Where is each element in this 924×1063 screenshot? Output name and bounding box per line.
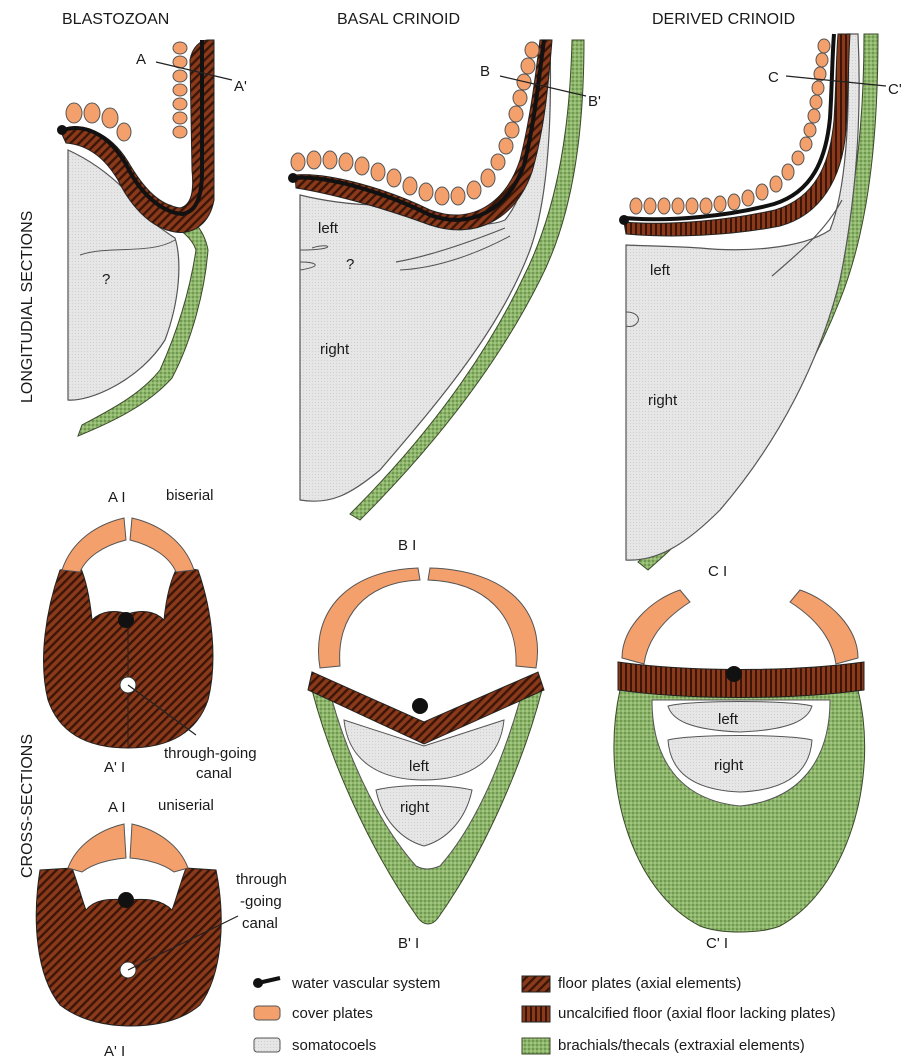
derived-crinoid-longitudinal: C C' left right: [619, 34, 902, 570]
cover-swatch: [254, 1006, 280, 1020]
section-label-a: A: [136, 51, 146, 68]
derived-crinoid-cross-section: C I left right C' I: [614, 563, 865, 952]
water-vascular-swatch: [253, 978, 280, 988]
derived-crinoid-left: left: [650, 262, 671, 279]
blastozoan-cover-plates: [66, 42, 187, 141]
uniserial-canal-label-3: canal: [242, 915, 278, 932]
uniserial-canal-label-2: -going: [240, 893, 282, 910]
basal-crinoid-longitudinal: B B' left ? right: [288, 40, 601, 520]
row-title-longitudinal: LONGITUDIAL SECTIONS: [19, 211, 36, 403]
legend-label-water-vascular: water vascular system: [291, 975, 440, 992]
uniserial-canal-label-1: through: [236, 871, 287, 888]
legend-label-cover: cover plates: [292, 1005, 373, 1022]
legend-label-floor: floor plates (axial elements): [558, 975, 741, 992]
basal-crinoid-left: left: [318, 220, 339, 237]
biserial-cover-plate-left: [62, 518, 126, 572]
column-title-derived-crinoid: DERIVED CRINOID: [652, 11, 795, 28]
biserial-canal-label-1: through-going: [164, 745, 257, 762]
section-label-a-prime: A': [234, 78, 247, 95]
derived-cross-left: left: [718, 711, 739, 728]
row-title-cross: CROSS-SECTIONS: [19, 734, 36, 878]
derived-cover-plate-left: [622, 590, 690, 664]
basal-cross-left: left: [409, 758, 430, 775]
derived-cross-right: right: [714, 757, 744, 774]
uniserial-label: uniserial: [158, 797, 214, 814]
legend-item-floor: floor plates (axial elements): [522, 975, 741, 992]
blastozoan-question: ?: [102, 271, 110, 288]
section-tick-b: B I: [398, 537, 416, 554]
legend-item-water-vascular: water vascular system: [253, 975, 440, 992]
legend-item-cover: cover plates: [254, 1005, 373, 1022]
somatocoel-swatch: [254, 1038, 280, 1052]
uncalcified-swatch: [522, 1006, 550, 1022]
derived-crinoid-somatocoel: [626, 34, 859, 560]
uniserial-cover-plate-right: [130, 824, 188, 872]
blastozoan-uniserial-cross-section: A I uniserial through -going canal A' I: [36, 797, 287, 1060]
legend-label-brachial: brachials/thecals (extraxial elements): [558, 1037, 805, 1054]
legend-item-somatocoel: somatocoels: [254, 1037, 376, 1054]
legend: water vascular system cover plates somat…: [253, 975, 836, 1054]
basal-cover-arch: [318, 568, 537, 668]
section-tick-a-prime-biserial: A' I: [104, 759, 125, 776]
uniserial-cover-plate-left: [68, 824, 126, 872]
section-tick-a-prime-uniserial: A' I: [104, 1043, 125, 1060]
legend-item-brachial: brachials/thecals (extraxial elements): [522, 1037, 805, 1054]
column-title-basal-crinoid: BASAL CRINOID: [337, 11, 460, 28]
legend-label-uncalcified: uncalcified floor (axial floor lacking p…: [558, 1005, 836, 1022]
biserial-cover-plate-right: [130, 518, 194, 572]
section-tick-a-biserial: A I: [108, 489, 126, 506]
section-label-b: B: [480, 63, 490, 80]
legend-label-somatocoel: somatocoels: [292, 1037, 376, 1054]
basal-crinoid-right: right: [320, 341, 350, 358]
derived-crinoid-right: right: [648, 392, 678, 409]
biserial-canal-label-2: canal: [196, 765, 232, 782]
derived-uncalcified-floor: [618, 662, 864, 698]
section-tick-c: C I: [708, 563, 727, 580]
column-title-blastozoan: BLASTOZOAN: [62, 11, 169, 28]
basal-crinoid-cross-section: B I left right B' I: [308, 537, 544, 952]
biserial-label: biserial: [166, 487, 214, 504]
basal-crinoid-question: ?: [346, 256, 354, 273]
blastozoan-biserial-cross-section: A I biserial through-going canal A' I: [44, 487, 257, 782]
floor-swatch: [522, 976, 550, 992]
derived-cover-plate-right: [790, 590, 858, 664]
section-tick-a-uniserial: A I: [108, 799, 126, 816]
section-label-c: C: [768, 69, 779, 86]
legend-item-uncalcified: uncalcified floor (axial floor lacking p…: [522, 1005, 836, 1022]
section-tick-c-prime: C' I: [706, 935, 728, 952]
section-tick-b-prime: B' I: [398, 935, 419, 952]
uniserial-floor-plates: [36, 868, 221, 1026]
section-label-c-prime: C': [888, 81, 902, 98]
brachial-swatch: [522, 1038, 550, 1054]
basal-cross-right: right: [400, 799, 430, 816]
section-label-b-prime: B': [588, 93, 601, 110]
blastozoan-longitudinal: A A' ?: [57, 40, 247, 436]
